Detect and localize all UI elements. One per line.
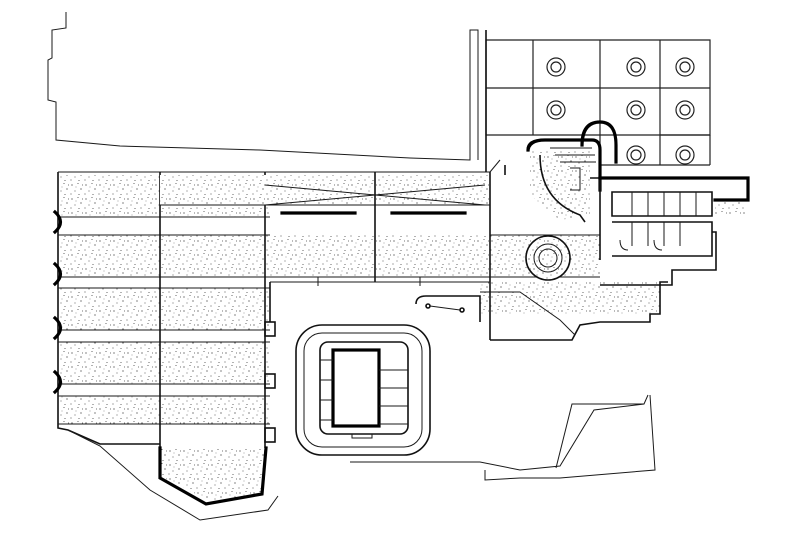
site-boundary: [47, 12, 479, 161]
circle-tree-icon: [626, 145, 646, 165]
terrace-edge: [415, 281, 668, 341]
circle-tree-icon: [546, 57, 566, 77]
parking-band: [58, 235, 270, 277]
circle-tree-icon: [626, 100, 646, 120]
circle-tree-icon: [626, 57, 646, 77]
central-building: [295, 324, 431, 456]
landscape-wedge: [350, 394, 656, 481]
atrium-grid: [485, 30, 711, 172]
parking-band: [58, 288, 270, 330]
circle-tree-icon: [675, 57, 695, 77]
lower-wedge: [67, 429, 279, 521]
restroom-block: [598, 176, 750, 286]
parking-band: [58, 396, 270, 424]
circle-tree-icon: [675, 100, 695, 120]
round-pavilion: [525, 235, 571, 281]
parking-band: [58, 342, 270, 384]
parking-deck: [52, 171, 490, 448]
circle-tree-icon: [675, 145, 695, 165]
circle-tree-icon: [546, 100, 566, 120]
